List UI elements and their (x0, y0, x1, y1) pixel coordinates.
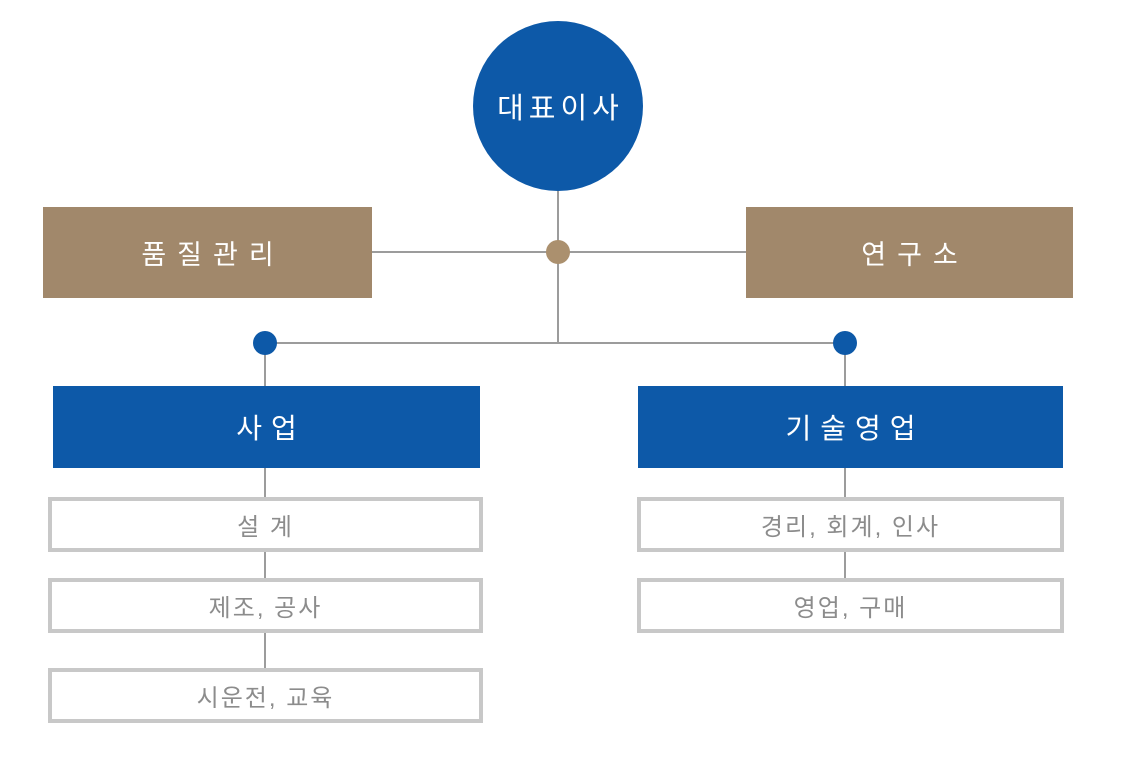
dept-node-manufacturing-construction: 제조, 공사 (48, 578, 483, 633)
staff-label-research-institute: 연구소 (861, 240, 969, 270)
division-label-technical-sales: 기술영업 (785, 413, 925, 444)
connector-divisions-horizontal (265, 342, 846, 344)
dept-label-sales-purchasing: 영업, 구매 (793, 595, 908, 622)
dept-label-commissioning-training: 시운전, 교육 (196, 685, 335, 712)
connector-dept-right-2 (844, 552, 846, 578)
staff-node-research-institute: 연구소 (746, 207, 1073, 298)
junction-dot-division-right (833, 331, 857, 355)
dept-node-accounting-hr: 경리, 회계, 인사 (637, 497, 1064, 552)
connector-dept-right-1 (844, 468, 846, 497)
dept-node-design: 설 계 (48, 497, 483, 552)
staff-node-quality-control: 품질관리 (43, 207, 372, 298)
connector-division-left-vertical (264, 343, 266, 386)
division-node-business: 사업 (53, 386, 480, 468)
division-node-technical-sales: 기술영업 (638, 386, 1063, 468)
junction-dot-staff (546, 240, 570, 264)
connector-ceo-vertical (557, 191, 559, 343)
dept-label-design: 설 계 (237, 514, 294, 541)
dept-node-sales-purchasing: 영업, 구매 (637, 578, 1064, 633)
dept-label-accounting-hr: 경리, 회계, 인사 (760, 514, 941, 541)
connector-dept-left-2 (264, 552, 266, 578)
connector-division-right-vertical (844, 343, 846, 386)
ceo-label: 대표이사 (497, 93, 624, 125)
dept-node-commissioning-training: 시운전, 교육 (48, 668, 483, 723)
junction-dot-division-left (253, 331, 277, 355)
division-label-business: 사업 (236, 413, 306, 444)
dept-label-manufacturing-construction: 제조, 공사 (208, 595, 323, 622)
connector-dept-left-3 (264, 633, 266, 668)
connector-dept-left-1 (264, 468, 266, 497)
ceo-node: 대표이사 (473, 21, 643, 191)
staff-label-quality-control: 품질관리 (141, 240, 285, 270)
